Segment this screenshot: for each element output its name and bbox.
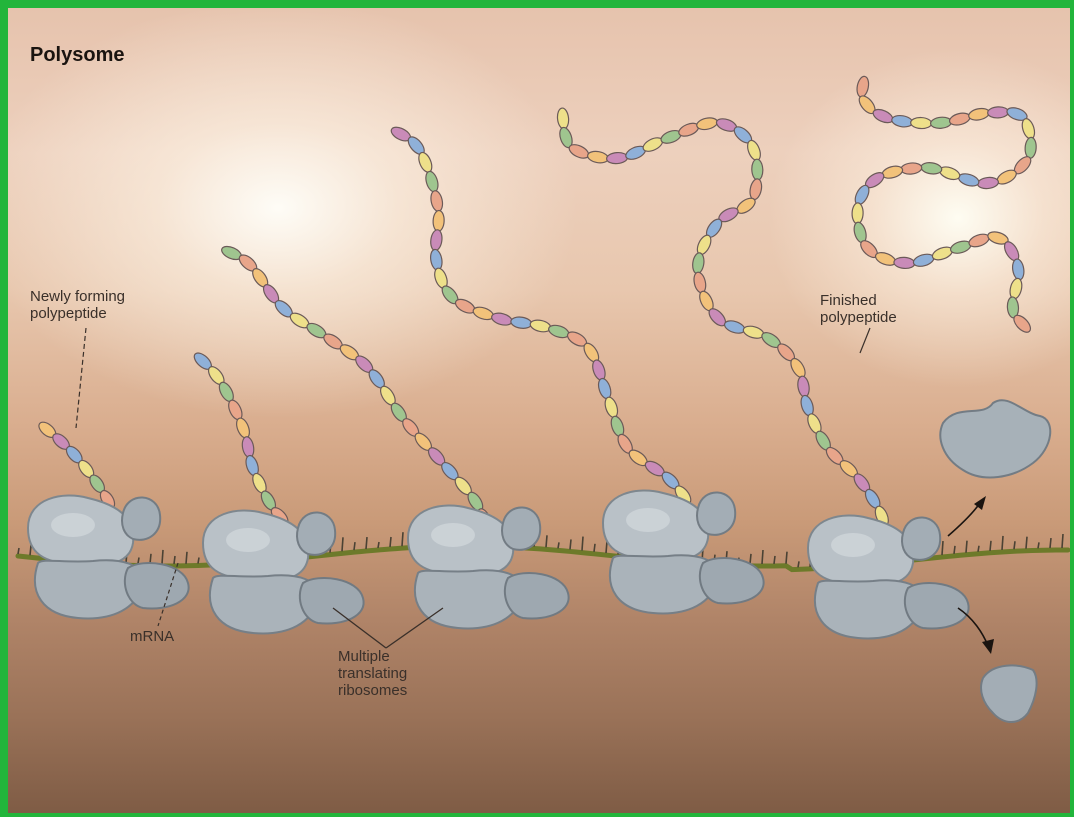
polypeptide-chain-2 bbox=[191, 350, 290, 527]
diagram-background: Polysome Newly forming polypeptide Finis… bbox=[8, 8, 1070, 813]
label-newly-forming-polypeptide: Newly forming polypeptide bbox=[30, 288, 125, 322]
leader-finished bbox=[860, 328, 870, 353]
ribosome-5 bbox=[808, 516, 969, 639]
leader-newly-forming bbox=[76, 328, 86, 428]
released-large-subunit bbox=[940, 400, 1050, 477]
released-small-subunit bbox=[981, 665, 1037, 722]
label-finished-polypeptide: Finished polypeptide bbox=[820, 292, 897, 326]
ribosome-3 bbox=[408, 506, 569, 629]
figure-title: Polysome bbox=[30, 44, 124, 67]
label-multiple-translating-ribosomes: Multiple translating ribosomes bbox=[338, 648, 407, 699]
ribosome-2 bbox=[203, 511, 364, 634]
label-mrna: mRNA bbox=[130, 628, 174, 645]
polysome-illustration bbox=[8, 8, 1070, 813]
release-arrow-down-head bbox=[982, 639, 994, 654]
release-arrow-up bbox=[948, 503, 980, 536]
ribosome-1 bbox=[28, 496, 189, 619]
ribosome-4 bbox=[603, 491, 764, 614]
